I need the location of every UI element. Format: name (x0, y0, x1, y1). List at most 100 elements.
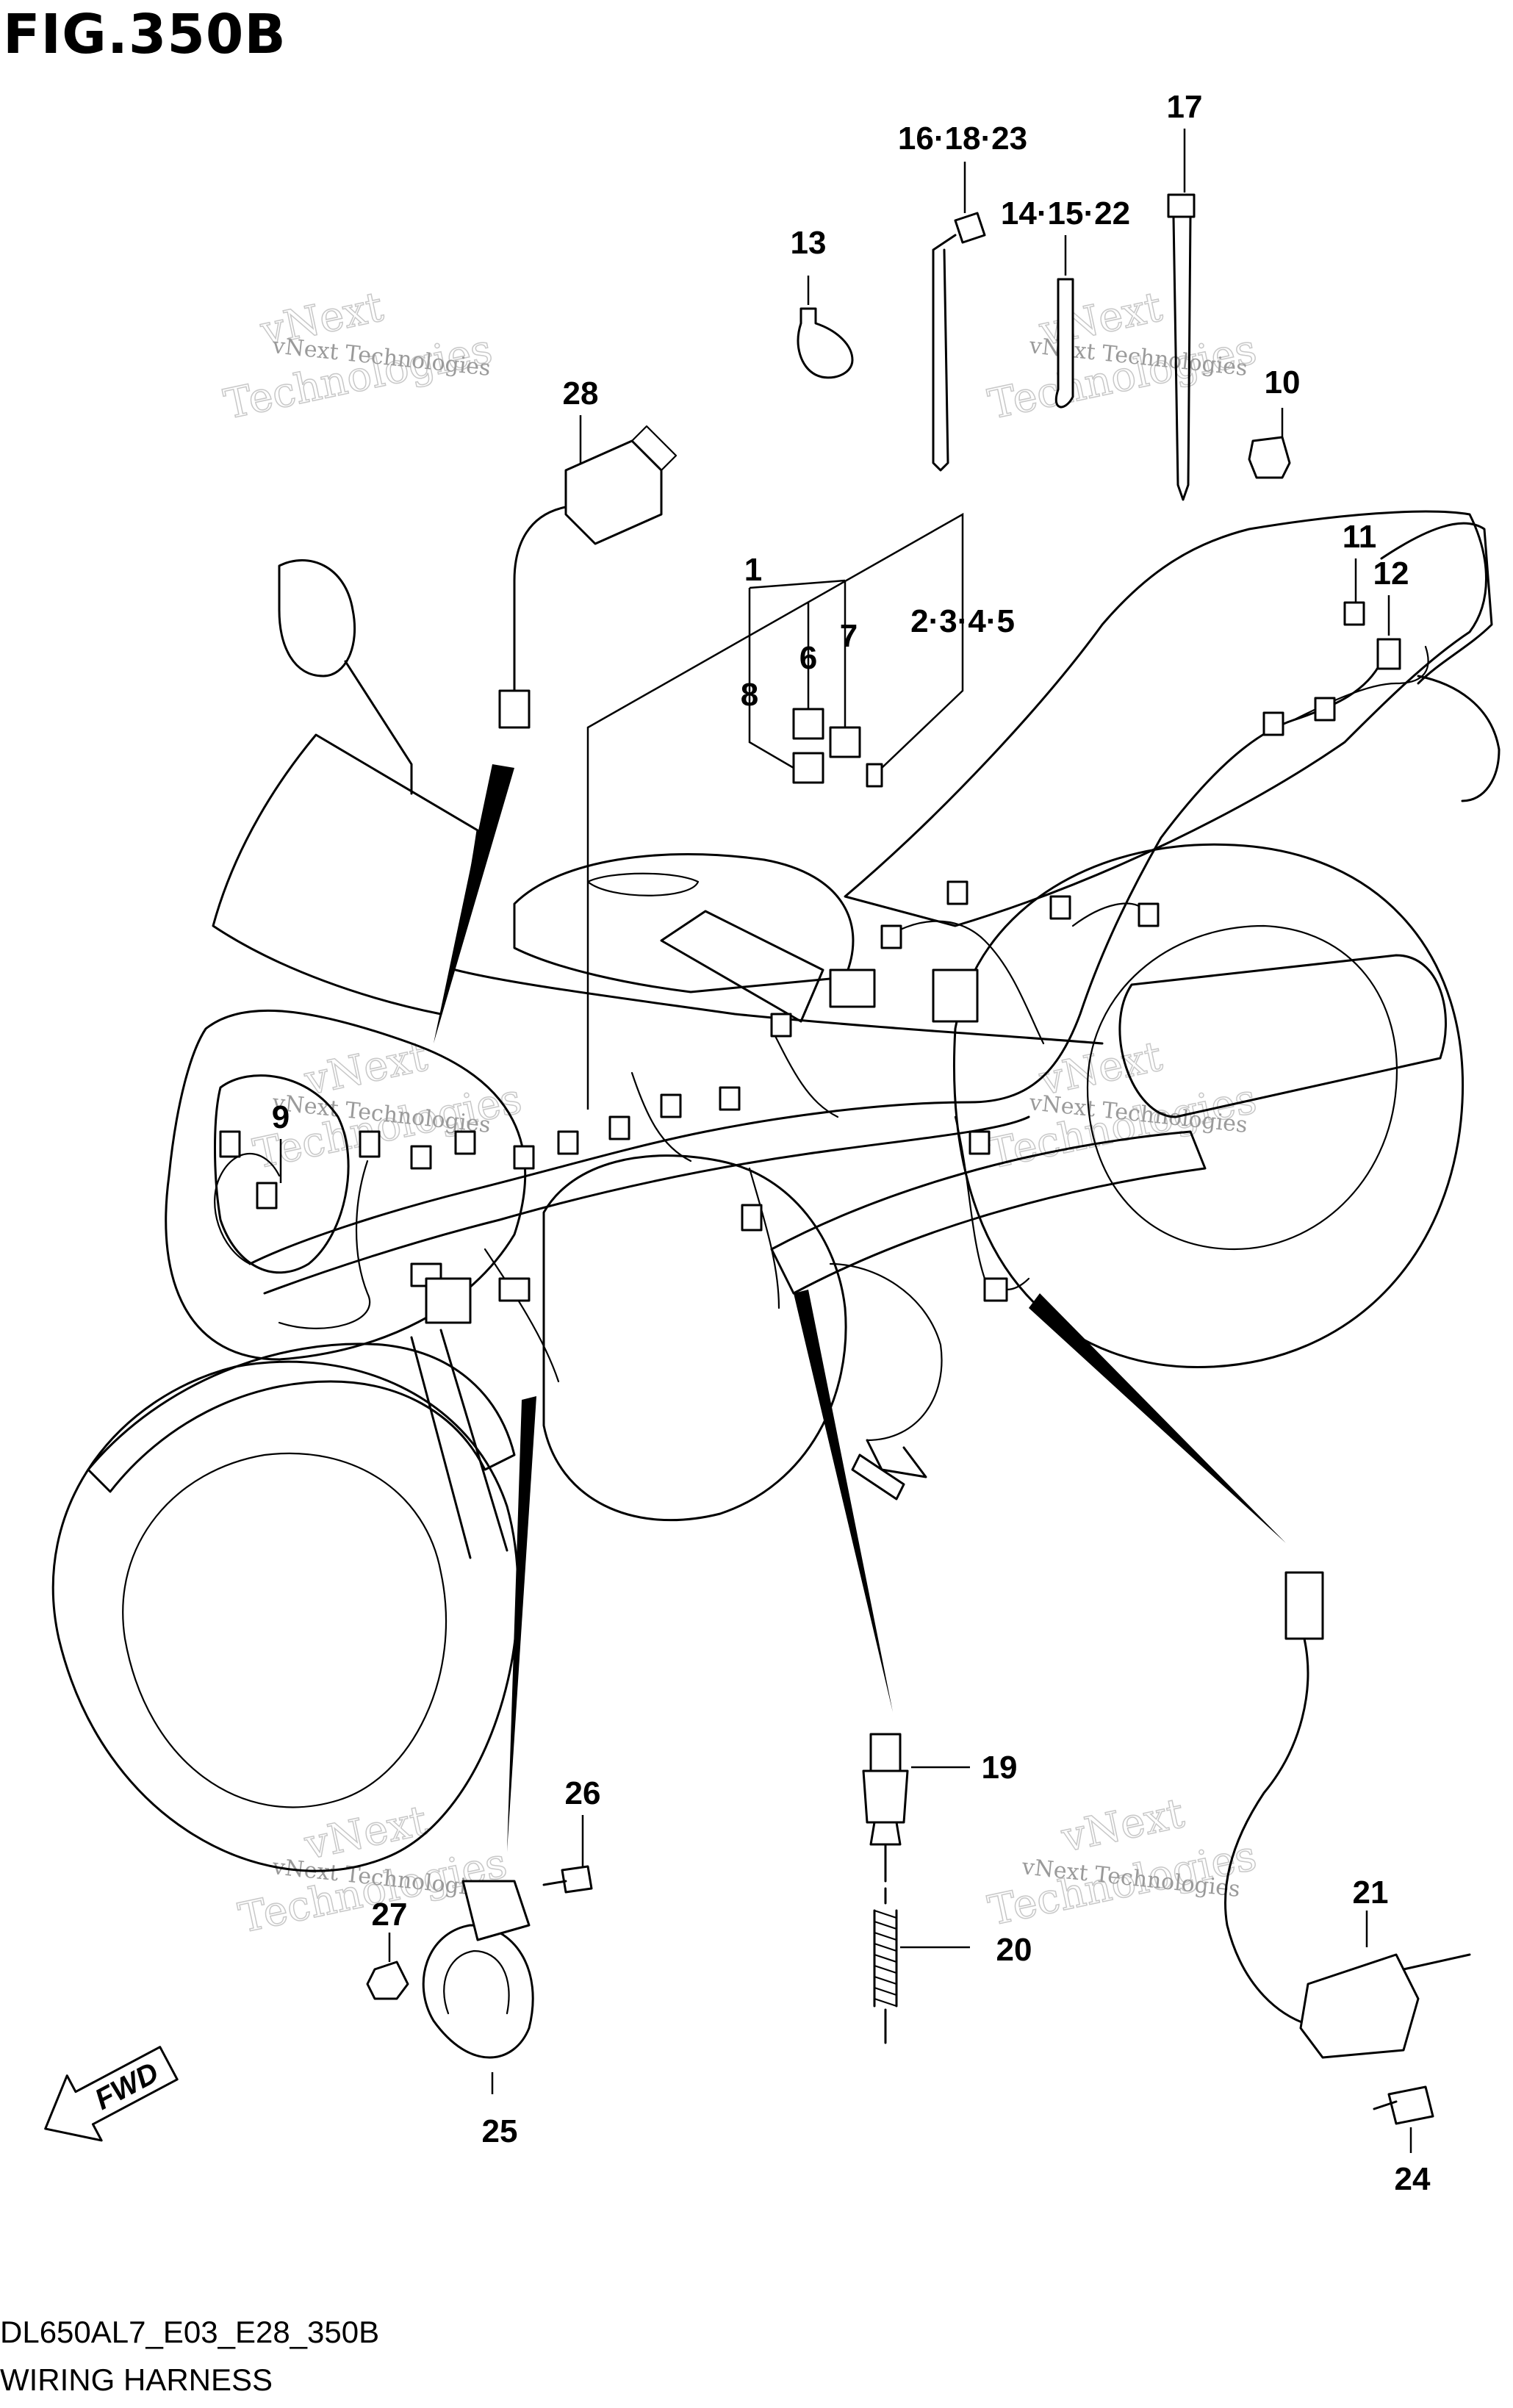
windscreen (212, 733, 479, 1016)
part-6-relay (792, 708, 824, 740)
front-wheel-inner (122, 1452, 448, 1808)
harness-branch-seat (1071, 902, 1148, 927)
fwd-arrow-shape (44, 2046, 179, 2142)
callout-12: 12 (1373, 556, 1409, 592)
part-8-relay (792, 752, 824, 784)
callout-14-15-22: 14·15·22 (1001, 195, 1130, 231)
harness-branch-tank (630, 1071, 692, 1162)
callout-21: 21 (1353, 1875, 1389, 1911)
front-fender (87, 1343, 516, 1493)
leader-bracket-group (586, 512, 964, 1110)
rear-fender (1417, 675, 1501, 802)
leader-group-join (749, 579, 846, 589)
part-17-cable-tie (1167, 193, 1196, 501)
connector (1262, 711, 1284, 736)
part-25-horn (422, 1880, 534, 2059)
harness-branch-tail (1292, 645, 1429, 722)
mirror-glass (278, 559, 356, 678)
engine-cover (829, 1262, 943, 1442)
section-name: WIRING HARNESS (0, 2362, 273, 2397)
callout-26: 26 (565, 1775, 601, 1811)
connector (513, 1145, 535, 1170)
harness-branch-sensor (954, 1115, 1030, 1290)
relay-box (829, 968, 876, 1008)
callout-2-3-4-5: 2·3·4·5 (910, 603, 1015, 639)
callout-11: 11 (1343, 519, 1377, 555)
harness-branch-headlight (278, 1160, 370, 1329)
connector (946, 880, 968, 905)
fwd-arrow: FWD (44, 2046, 179, 2142)
part-28-accessory-socket (498, 425, 678, 729)
part-21-sensor (1224, 1571, 1471, 2059)
callout-10: 10 (1265, 364, 1301, 400)
part-9-connector (256, 1182, 278, 1210)
pointer-wedge-21 (1029, 1293, 1286, 1543)
callout-8: 8 (741, 677, 758, 713)
frame-rail (454, 968, 1104, 1045)
connector (880, 924, 902, 949)
part-2-3-4-5-fuse (866, 763, 883, 788)
callout-16-18-23: 16·18·23 (898, 121, 1027, 157)
part-16-18-23-tie-band (932, 212, 986, 472)
callout-labels: 1 6 7 8 2·3·4·5 9 10 11 12 13 14·15·22 1… (272, 89, 1431, 2197)
connector (219, 1130, 241, 1158)
side-stand (866, 1439, 927, 1478)
callout-25: 25 (482, 2113, 518, 2149)
engine-block (542, 1154, 847, 1522)
watermark-top-right: vNext Technologies vNext Technologies (984, 282, 1262, 429)
part-14-15-22-clamp (1054, 278, 1074, 409)
connector (983, 1277, 1008, 1302)
watermark-mid-left: vNext Technologies vNext Technologies (249, 1032, 527, 1179)
watermark-low-right: vNext Technologies vNext Technologies (984, 1789, 1262, 1936)
harness (214, 645, 1429, 1383)
connector (359, 1130, 381, 1158)
watermark-group: vNext Technologies vNext Technologies vN… (220, 282, 1262, 1943)
connector (498, 1277, 531, 1302)
swingarm (770, 1130, 1207, 1295)
part-19-switch (862, 1733, 909, 1883)
harness-branch-ecu (770, 1027, 839, 1118)
fuel-tank (513, 853, 855, 993)
callout-9: 9 (272, 1099, 290, 1135)
part-13-clamp (797, 307, 854, 379)
callout-28: 28 (563, 375, 599, 411)
leader-lines (279, 129, 1412, 2153)
muffler (1118, 954, 1447, 1118)
harness-main-trunk (248, 660, 1383, 1265)
harness-second-trunk (263, 1115, 1030, 1295)
connector (770, 1013, 792, 1038)
pointer-wedge-25 (507, 1396, 536, 1852)
connector (968, 1130, 991, 1155)
callout-1: 1 (744, 552, 762, 588)
harness-connectors (219, 697, 1336, 1324)
connector (608, 1115, 630, 1140)
part-7-relay (829, 726, 861, 758)
callout-20: 20 (996, 1932, 1032, 1968)
tail-section (1380, 522, 1493, 685)
fuel-cap (586, 872, 700, 896)
handlebar (660, 910, 824, 1023)
harness-branch-engine (748, 1167, 780, 1309)
seat (844, 510, 1487, 927)
harness-branch-horn (484, 1248, 560, 1383)
callout-24: 24 (1395, 2161, 1431, 2197)
connector (660, 1093, 682, 1118)
footpeg (851, 1453, 905, 1500)
mirror-stem (344, 660, 413, 795)
figure-title: FIG.350B (3, 3, 287, 66)
callout-27: 27 (372, 1897, 408, 1933)
pointer-wedge-19 (794, 1290, 893, 1712)
harness-branch-rear (880, 920, 1045, 1045)
part-11-connector (1343, 601, 1365, 626)
watermark-top-left: vNext Technologies vNext Technologies (220, 282, 497, 429)
part-24-bolt (1373, 2085, 1434, 2125)
part-27-nut (366, 1960, 409, 2000)
callout-6: 6 (799, 640, 817, 676)
rear-wheel-inner (1086, 924, 1398, 1251)
junction-box (425, 1277, 472, 1324)
callout-7: 7 (840, 618, 858, 654)
headlight (214, 1074, 350, 1274)
leader-1-8 (748, 588, 794, 769)
